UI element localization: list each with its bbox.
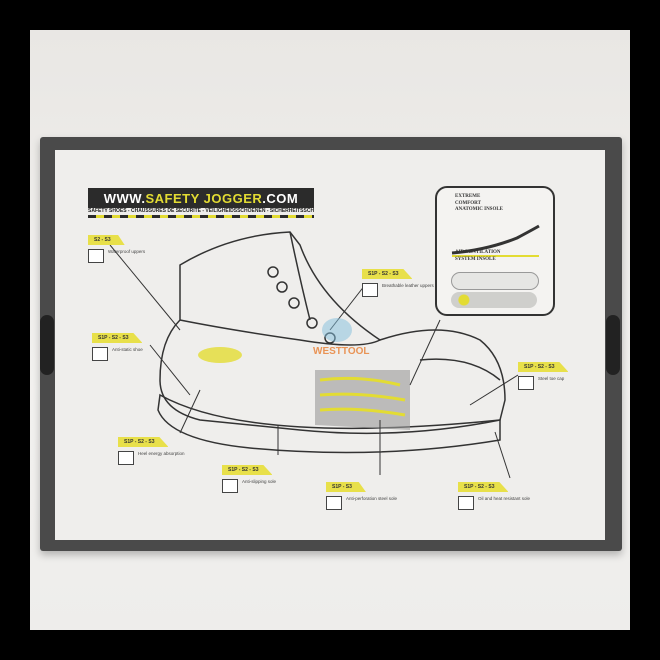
- callout-antiperforation: S1P - S3 Anti-perforation steel sole: [326, 475, 436, 510]
- callout-desc: Anti-slipping sole: [242, 479, 277, 484]
- watermark-text: WESTTOOL: [313, 346, 370, 357]
- insole-bottom-view: [451, 292, 537, 308]
- standard-tag: S1P - S3: [326, 482, 366, 492]
- standard-tag: S1P - S2 - S3: [222, 465, 273, 475]
- callout-heel: S1P - S2 - S3 Heel energy absorption: [118, 430, 228, 465]
- callout-desc: Breathable leather uppers: [382, 283, 434, 288]
- insole-panel: EXTREME COMFORT ANATOMIC INSOLE AIR VENT…: [435, 186, 555, 316]
- box-notch-right: [606, 315, 620, 375]
- standard-tag: S1P - S2 - S3: [362, 269, 413, 279]
- antiperforation-icon: [326, 496, 342, 510]
- callout-desc: Anti-perforation steel sole: [346, 496, 398, 501]
- callout-waterproof: S2 - S3 Waterproof uppers: [88, 228, 198, 263]
- oil-resistant-icon: [458, 496, 474, 510]
- callout-desc: Heel energy absorption: [138, 451, 185, 456]
- brand-suffix: .COM: [262, 190, 299, 206]
- callout-desc: Waterproof uppers: [108, 249, 146, 254]
- standard-tag: S1P - S2 - S3: [458, 482, 509, 492]
- brand-subtitle: SAFETY SHOES - CHAUSSURES DE SECURITE - …: [88, 208, 314, 214]
- insole-title: EXTREME COMFORT ANATOMIC INSOLE: [455, 194, 504, 212]
- brand-name: SAFETY JOGGER: [145, 190, 263, 206]
- watermark-logo: [322, 318, 352, 342]
- antislip-icon: [222, 479, 238, 493]
- heel-icon: [118, 451, 134, 465]
- callout-desc: Oil and heat resistant sole: [478, 496, 531, 501]
- box-notch-left: [40, 315, 54, 375]
- callout-antistatic: S1P - S2 - S3 Anti-static shoe: [92, 326, 202, 361]
- breathable-icon: [362, 283, 378, 297]
- callout-steel-toe: S1P - S2 - S3 Steel toe cap: [518, 355, 588, 390]
- insole-profile: [451, 224, 540, 257]
- standard-tag: S1P - S2 - S3: [518, 362, 569, 372]
- standard-tag: S2 - S3: [88, 235, 125, 245]
- callout-breathable: S1P - S2 - S3 Breathable leather uppers: [362, 262, 472, 297]
- standard-tag: S1P - S2 - S3: [118, 437, 169, 447]
- callout-desc: Anti-static shoe: [112, 347, 143, 352]
- callout-antislip: S1P - S2 - S3 Anti-slipping sole: [222, 458, 332, 493]
- heel-cushion: [198, 347, 242, 363]
- standard-tag: S1P - S2 - S3: [92, 333, 143, 343]
- insole-ventilation-title: AIR VENTILATION SYSTEM INSOLE: [455, 250, 501, 262]
- hazard-stripe: [88, 215, 314, 218]
- steel-midsole: [315, 370, 410, 430]
- brand-banner: WWW. SAFETY JOGGER .COM: [88, 188, 314, 208]
- callout-oil-resistant: S1P - S2 - S3 Oil and heat resistant sol…: [458, 475, 568, 510]
- antistatic-icon: [92, 347, 108, 361]
- waterproof-icon: [88, 249, 104, 263]
- callout-desc: Steel toe cap: [538, 376, 565, 381]
- steel-toe-icon: [518, 376, 534, 390]
- brand-prefix: WWW.: [103, 190, 146, 206]
- insole-top-view: [451, 272, 539, 290]
